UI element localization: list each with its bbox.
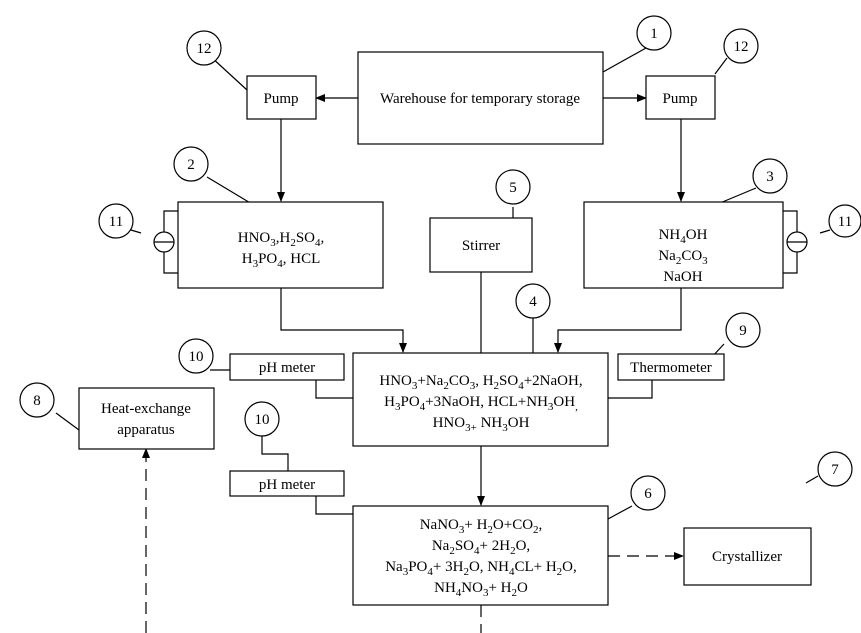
callout-11-left-number: 11 <box>109 214 123 230</box>
ph-meter-bottom-label: pH meter <box>259 477 315 493</box>
callout-7-number: 7 <box>831 462 839 478</box>
callout-9: 9 <box>725 312 761 348</box>
reactor-line-2: H3PO4+3NaOH, HCL+NH3OH, <box>384 394 578 413</box>
ph-meter-bottom-link <box>315 496 353 515</box>
base-tank-box: NH4OH Na2CO3 NaOH <box>583 201 784 289</box>
callout-6-number: 6 <box>644 486 652 502</box>
connectors <box>55 47 831 633</box>
acid-tank-box: HNO3,H2SO4, H3PO4, HCL <box>177 201 384 289</box>
crystallizer-box: Crystallizer <box>683 527 812 586</box>
leader-10-bottom <box>261 436 289 471</box>
leader-7 <box>805 475 819 484</box>
leader-8 <box>55 412 80 431</box>
pump-left-box: Pump <box>246 75 317 120</box>
stirrer-label: Stirrer <box>462 238 500 254</box>
callout-10-bottom: 10 <box>244 401 280 437</box>
callout-3: 3 <box>752 158 788 194</box>
product-line-3: Na3PO4+ 3H2O, NH4CL+ H2O, <box>385 559 577 578</box>
level-gauge-left-icon <box>153 231 175 253</box>
ph-meter-top-label: pH meter <box>259 360 315 376</box>
leader-11-right <box>819 229 831 234</box>
pump-right-box: Pump <box>645 75 716 120</box>
ph-meter-bottom-box: pH meter <box>229 470 345 497</box>
callout-1-number: 1 <box>650 26 658 42</box>
product-vessel-box: NaNO3+ H2O+CO2, Na2SO4+ 2H2O, Na3PO4+ 3H… <box>352 505 609 606</box>
heat-exchange-label-2: apparatus <box>117 422 175 438</box>
product-line-2: Na2SO4+ 2H2O, <box>432 538 530 557</box>
warehouse-label: Warehouse for temporary storage <box>380 91 580 107</box>
leader-12-right <box>714 57 728 75</box>
leader-1 <box>602 47 647 73</box>
reactor-box: HNO3+Na2CO3, H2SO4+2NaOH, H3PO4+3NaOH, H… <box>352 352 609 447</box>
heat-exchange-box: Heat-exchange apparatus <box>78 387 215 450</box>
callout-4-number: 4 <box>529 294 537 310</box>
thermometer-label: Thermometer <box>630 360 712 376</box>
callout-11-right-number: 11 <box>838 214 852 230</box>
product-line-4: NH4NO3+ H2O <box>434 580 528 599</box>
base-tank-line-1: NH4OH <box>659 227 708 246</box>
thermometer-link <box>608 380 653 399</box>
leader-6 <box>607 505 633 520</box>
pump-right-label: Pump <box>662 91 697 107</box>
callout-9-number: 9 <box>739 323 747 339</box>
callout-12-left-number: 12 <box>197 41 212 57</box>
acid-tank-line-1: HNO3,H2SO4, <box>238 230 325 249</box>
callout-2-number: 2 <box>187 157 195 173</box>
callout-12-left: 12 <box>186 30 222 66</box>
callout-10-top: 10 <box>178 338 214 374</box>
arrow-base-tank-to-reactor <box>554 288 682 353</box>
warehouse-box: Warehouse for temporary storage <box>357 51 604 145</box>
leader-2 <box>206 176 253 205</box>
acid-tank-line-2: H3PO4, HCL <box>242 251 321 270</box>
callout-8-number: 8 <box>33 393 41 409</box>
leader-3 <box>719 187 757 204</box>
reactor-line-3: HNO3+ NH3OH <box>433 415 530 434</box>
ph-meter-top-link <box>315 380 353 399</box>
arrow-acid-tank-to-reactor <box>280 288 407 353</box>
pump-left-label: Pump <box>263 91 298 107</box>
callout-7: 7 <box>817 451 853 487</box>
callout-12-right: 12 <box>723 28 759 64</box>
callout-12-right-number: 12 <box>734 39 749 55</box>
thermometer-box: Thermometer <box>617 353 725 381</box>
callout-1: 1 <box>636 15 672 51</box>
callout-4: 4 <box>515 283 551 319</box>
reactor-line-1: HNO3+Na2CO3, H2SO4+2NaOH, <box>379 373 582 392</box>
callout-6: 6 <box>630 475 666 511</box>
stirrer-box: Stirrer <box>429 217 533 273</box>
callout-10-top-number: 10 <box>189 349 204 365</box>
callout-8: 8 <box>19 382 55 418</box>
leader-11-left <box>130 229 142 234</box>
crystallizer-label: Crystallizer <box>712 549 782 565</box>
callout-5: 5 <box>495 169 531 205</box>
callout-10-bottom-number: 10 <box>255 412 270 428</box>
level-gauge-right-icon <box>786 231 808 253</box>
base-tank-line-2: Na2CO3 <box>658 248 708 267</box>
callout-3-number: 3 <box>766 169 774 185</box>
ph-meter-top-box: pH meter <box>229 353 345 381</box>
callout-5-number: 5 <box>509 180 517 196</box>
leader-12-left <box>209 55 248 91</box>
product-line-1: NaNO3+ H2O+CO2, <box>420 517 543 536</box>
callout-11-left: 11 <box>98 203 134 239</box>
callout-11-right: 11 <box>828 204 861 238</box>
base-tank-line-3: NaOH <box>663 269 702 285</box>
callout-2: 2 <box>173 146 209 182</box>
heat-exchange-label-1: Heat-exchange <box>101 401 191 417</box>
